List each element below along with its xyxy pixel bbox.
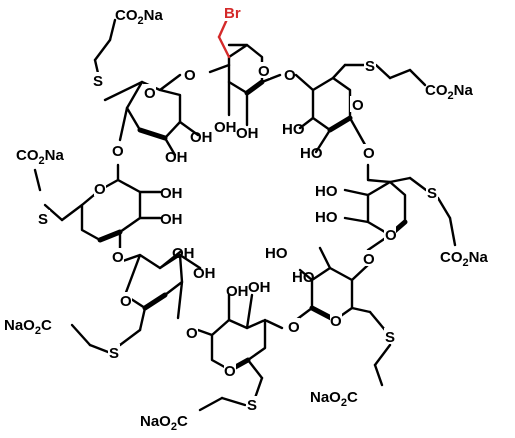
glycosidic-oxygen: O [186, 325, 198, 342]
hydroxyl-group: OH [214, 119, 237, 136]
hydroxyl-group: HO [282, 121, 305, 138]
glycosidic-oxygen: O [112, 143, 124, 160]
sulfur-atom: S [247, 397, 257, 414]
sulfur-atom: S [93, 73, 103, 90]
carboxylate-group: CO2Na [425, 82, 473, 102]
sulfur-atom: S [365, 58, 375, 75]
glucose-unit-right [343, 163, 457, 252]
sulfur-atom: S [38, 211, 48, 228]
ring-oxygen: O [94, 181, 106, 198]
sulfur-atom: S [109, 345, 119, 362]
glucose-unit-upper-right [294, 63, 427, 154]
ring-oxygen: O [120, 293, 132, 310]
hydroxyl-group: OH [160, 211, 183, 228]
glycosidic-oxygen: O [284, 67, 296, 84]
glucose-unit-lower-left [70, 250, 202, 354]
hydroxyl-group: OH [172, 245, 195, 262]
carboxylate-group: NaO2C [4, 317, 52, 337]
glycosidic-oxygen: O [184, 67, 196, 84]
hydroxyl-group: OH [165, 149, 188, 166]
ring-oxygen: O [385, 227, 397, 244]
sulfur-atom: S [427, 185, 437, 202]
glycosidic-oxygen: O [288, 319, 300, 336]
hydroxyl-group: OH [226, 283, 249, 300]
ring-oxygen: O [224, 363, 236, 380]
hydroxyl-group: HO [265, 245, 288, 262]
atom-label-layer: Br O O O O O O O O O O O O O O O O [4, 3, 488, 433]
hydroxyl-group: OH [236, 125, 259, 142]
glucose-unit-left [33, 163, 162, 250]
bond-layer [33, 15, 457, 412]
glycosidic-oxygen: O [363, 145, 375, 162]
ring-oxygen: O [352, 97, 364, 114]
hydroxyl-group: HO [300, 145, 323, 162]
hydroxyl-group: OH [248, 279, 271, 296]
hydroxyl-group: HO [315, 209, 338, 226]
sulfur-atom: S [385, 329, 395, 346]
hydroxyl-group: OH [193, 265, 216, 282]
carboxylate-group: NaO2C [140, 413, 188, 433]
hydroxyl-group: OH [160, 185, 183, 202]
glycosidic-oxygen: O [112, 249, 124, 266]
carboxylate-group: CO2Na [115, 7, 163, 27]
ring-oxygen: O [330, 313, 342, 330]
hydroxyl-group: HO [292, 269, 315, 286]
hydroxyl-group: OH [190, 129, 213, 146]
ring-oxygen: O [144, 85, 156, 102]
hydroxyl-group: HO [315, 183, 338, 200]
ring-oxygen: O [258, 63, 270, 80]
glycosidic-oxygen: O [363, 251, 375, 268]
carboxylate-group: CO2Na [16, 147, 64, 167]
carboxylate-group: CO2Na [440, 249, 488, 269]
bromine-atom: Br [224, 5, 241, 22]
glucose-unit-bottom [196, 293, 284, 412]
glucose-unit-top-bromo [208, 15, 282, 127]
carboxylate-group: NaO2C [310, 389, 358, 409]
